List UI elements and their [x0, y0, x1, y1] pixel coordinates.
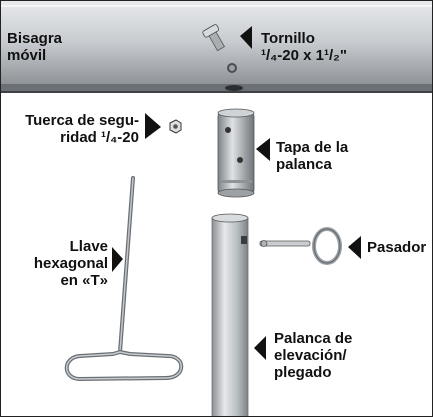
lift-fold-lever-label: Palanca de elevación/ plegado [274, 330, 353, 381]
hinge-label: Bisagra móvil [7, 30, 63, 64]
pin-label: Pasador [367, 239, 427, 256]
pin [259, 227, 342, 265]
pointer-arrows [112, 26, 361, 360]
lever-cap [217, 108, 255, 198]
hinge-rail [1, 1, 432, 93]
screw-label: Tornillo ¹/₄-20 x 1¹/₂" [261, 30, 347, 64]
lever-tube [211, 213, 249, 417]
hex-wrench-label: Llave hexagonal en «T» [33, 238, 108, 289]
lock-nut [169, 119, 182, 134]
screw [202, 24, 237, 73]
lock-nut-label: Tuerca de segu- ridad ¹/₄-20 [25, 112, 139, 146]
lever-cap-label: Tapa de la palanca [276, 139, 349, 173]
hex-wrench [64, 176, 184, 381]
